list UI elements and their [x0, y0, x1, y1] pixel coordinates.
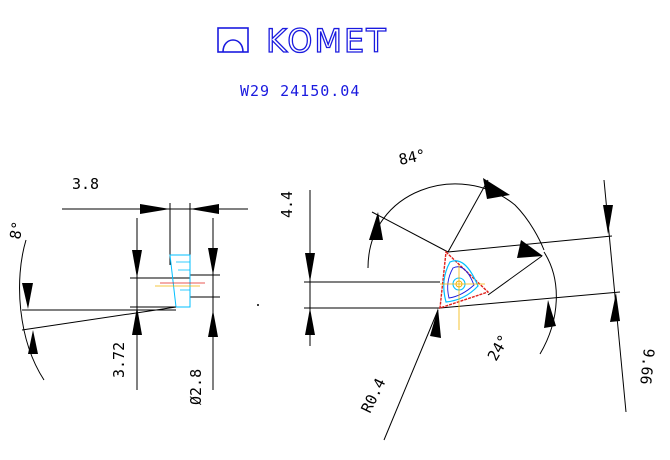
angle-arrow [369, 212, 383, 240]
part-number: W29 24150.04 [240, 82, 360, 100]
bore-diameter-label: Ø2.8 [187, 369, 205, 405]
dimension-arrow [132, 307, 142, 335]
offset-dimension-label: 4.4 [278, 191, 296, 218]
dimension-arrow [140, 204, 170, 214]
angle-arrow [28, 330, 38, 354]
dimension-arrow [208, 310, 218, 337]
inscribed-size-label: 9.66 [636, 348, 658, 386]
height-dimension-label: 3.72 [110, 342, 128, 378]
brand-logo: KOMET [217, 21, 388, 61]
top-view: 4.4 84° 24° 9.66 R0.4 [278, 146, 658, 441]
angle-arrow [544, 300, 556, 328]
dimension-arrow [603, 205, 613, 234]
side-angle-label: 8° [6, 220, 27, 241]
angle-arrow [22, 283, 33, 309]
trigon-insert [439, 250, 490, 330]
width-dimension-label: 3.8 [72, 175, 99, 193]
radius-arrow [430, 308, 441, 338]
dimension-arrow [305, 308, 315, 335]
dimension-arrow [208, 248, 218, 275]
brand-name: KOMET [266, 22, 388, 60]
dimension-arrow [190, 204, 219, 214]
dimension-arrow [305, 253, 315, 282]
side-view: 3.8 3.72 Ø2.8 8° [6, 175, 248, 405]
komet-logo-icon [217, 27, 249, 53]
reference-dot [257, 304, 259, 306]
corner-radius-label: R0.4 [357, 375, 389, 415]
angle-arrow [483, 178, 510, 199]
dimension-arrow [610, 293, 620, 322]
angle-arrow [517, 240, 543, 258]
clearance-angle-label: 24° [484, 332, 513, 364]
dimension-arrow [132, 250, 142, 278]
included-angle-label: 84° [397, 146, 427, 169]
insert-side-profile [155, 254, 205, 308]
